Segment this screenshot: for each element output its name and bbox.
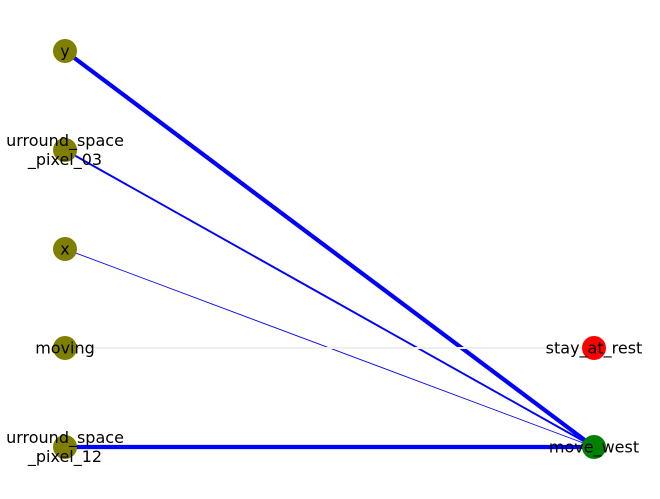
edge-y-to-move_west — [62, 48, 597, 450]
node-label-moving: moving — [35, 339, 95, 358]
node-label-surround_space_pixel_12-line-0: urround_space — [6, 428, 124, 448]
edge-layer — [62, 48, 597, 450]
node-label-move_west: move_west — [549, 438, 639, 458]
node-label-surround_space_pixel_12-line-1: _pixel_12 — [27, 447, 102, 467]
node-y — [53, 39, 77, 63]
node-x — [53, 237, 77, 261]
node-surround_space_pixel_12 — [53, 435, 77, 459]
node-moving — [53, 336, 77, 360]
node-label-y: y — [60, 42, 69, 61]
edge-surround_space_pixel_03-to-move_west — [64, 149, 595, 448]
node-layer — [53, 39, 606, 459]
label-layer: yurround_space_pixel_03xmovingurround_sp… — [6, 42, 642, 468]
node-label-surround_space_pixel_03-line-1: _pixel_03 — [27, 150, 102, 170]
node-stay_at_rest — [582, 336, 606, 360]
node-label-x: x — [60, 240, 69, 259]
node-surround_space_pixel_03 — [53, 138, 77, 162]
node-move_west — [582, 435, 606, 459]
node-label-surround_space_pixel_03-line-0: urround_space — [6, 131, 124, 151]
node-label-stay_at_rest: stay_at_rest — [546, 339, 643, 359]
